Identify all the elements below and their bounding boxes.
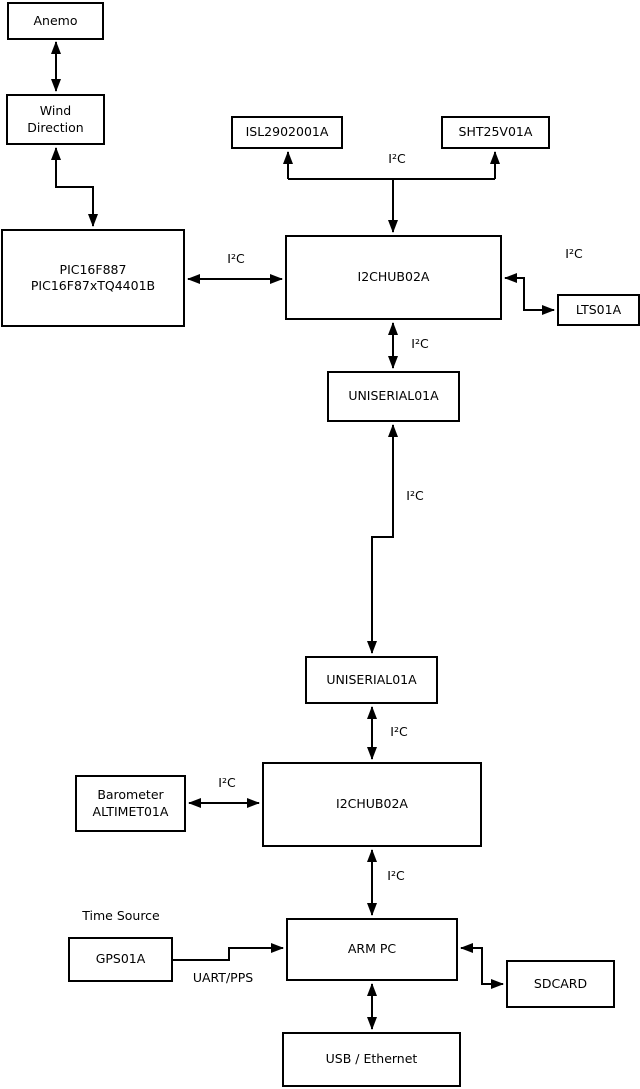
edge-armpc-sdcard: [460, 943, 504, 989]
node-isl2902001a: ISL2902001A: [231, 116, 343, 149]
label-i2c-uniserial-hub: I²C: [390, 724, 408, 739]
node-usb-ethernet: USB / Ethernet: [282, 1032, 461, 1087]
node-pic16f887: PIC16F887 PIC16F87xTQ4401B: [1, 229, 185, 327]
label-i2c-hub-uniserial: I²C: [411, 336, 429, 351]
label-i2c-uniserial-link: I²C: [406, 488, 424, 503]
node-i2chub02a-top: I2CHUB02A: [285, 235, 502, 320]
node-sdcard: SDCARD: [506, 960, 615, 1008]
node-wind-direction: Wind Direction: [6, 94, 105, 145]
label-i2c-hub-lts: I²C: [565, 246, 583, 261]
node-anemo: Anemo: [7, 2, 104, 40]
label-i2c-hub-armpc: I²C: [387, 868, 405, 883]
label-i2c-pic-hub: I²C: [227, 251, 245, 266]
edge-uniserial-link: [367, 424, 398, 654]
node-arm-pc: ARM PC: [286, 918, 458, 981]
label-time-source: Time Source: [82, 908, 160, 923]
node-sht25v01a: SHT25V01A: [441, 116, 550, 149]
edge-gps-armpc: [173, 943, 284, 961]
node-gps01a: GPS01A: [68, 937, 173, 982]
node-barometer-altimet01a: Barometer ALTIMET01A: [75, 775, 186, 832]
edge-i2chub-top-lts: [504, 273, 555, 315]
node-uniserial01a-bottom: UNISERIAL01A: [305, 656, 438, 704]
node-lts01a: LTS01A: [557, 294, 640, 326]
label-i2c-barometer-hub: I²C: [218, 775, 236, 790]
node-uniserial01a-top: UNISERIAL01A: [327, 371, 460, 422]
node-i2chub02a-bottom: I2CHUB02A: [262, 762, 482, 847]
edge-wind-pic: [51, 147, 98, 227]
label-i2c-sensor-bus: I²C: [388, 151, 406, 166]
label-uart-pps: UART/PPS: [192, 970, 254, 985]
